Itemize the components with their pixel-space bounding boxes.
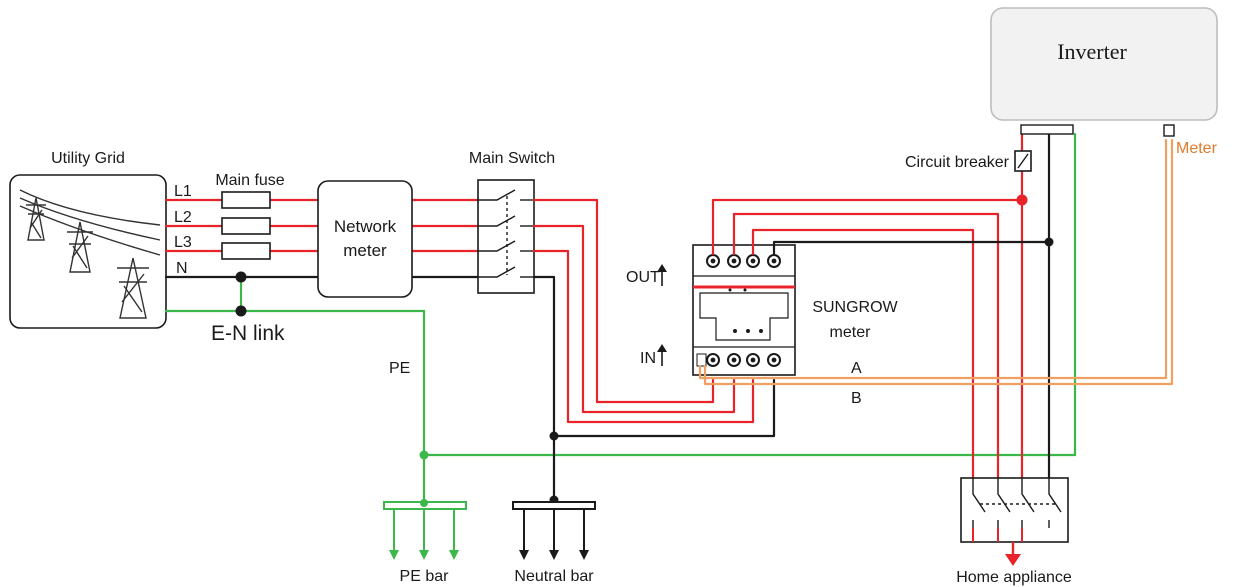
main-switch: Main Switch (469, 150, 555, 294)
arrow-up-icon (657, 344, 667, 366)
pe-bar-label: PE bar (400, 568, 450, 585)
main-switch-label: Main Switch (469, 150, 555, 167)
arrow-down-icon (1005, 542, 1021, 566)
phase-wires-supply (164, 198, 480, 253)
rs485-b-label: B (851, 390, 862, 407)
pe-label: PE (389, 360, 410, 377)
phase-junction-node (1016, 194, 1028, 206)
en-link-label: E-N link (211, 322, 285, 345)
meter-port (1163, 124, 1175, 137)
home-appliance-breaker: Home appliance (956, 477, 1072, 586)
neutral-wire-from-meter-out (772, 132, 1051, 480)
in-label: IN (640, 350, 656, 367)
sungrow-meter: SUNGROW meter OUT IN (626, 244, 899, 376)
l2-label: L2 (174, 209, 192, 226)
n-label: N (176, 260, 188, 277)
rs485-a-label: A (851, 360, 862, 377)
pe-junction-node (419, 450, 429, 460)
phase-wires-from-meter-out (711, 132, 1024, 480)
l3-label: L3 (174, 234, 192, 251)
neutral-junction-node (549, 431, 559, 441)
circuit-breaker-label: Circuit breaker (905, 154, 1010, 171)
pe-bar: PE bar (383, 499, 467, 585)
meter-port-label: Meter (1176, 140, 1218, 157)
main-fuse: Main fuse (215, 172, 285, 260)
neutral-junction-node (1044, 237, 1054, 247)
network-meter-label-1: Network (334, 217, 397, 236)
transmission-tower-icon (19, 189, 161, 319)
inverter-label: Inverter (1057, 39, 1127, 64)
phase-wires-to-meter-in (532, 198, 755, 424)
sungrow-meter-label-1: SUNGROW (812, 299, 898, 316)
network-meter: Network meter (317, 180, 413, 298)
neutral-wires (532, 275, 776, 502)
l1-label: L1 (174, 183, 192, 200)
en-link-wires (164, 132, 1077, 502)
network-meter-label-2: meter (343, 241, 387, 260)
inverter: Inverter Meter (990, 7, 1218, 157)
rs485-wires (698, 138, 1174, 386)
utility-grid: Utility Grid (9, 150, 167, 329)
main-fuse-label: Main fuse (215, 172, 284, 189)
sungrow-meter-label-2: meter (830, 324, 872, 341)
neutral-bar: Neutral bar (512, 501, 596, 585)
circuit-breaker: Circuit breaker (905, 150, 1032, 172)
en-link-node (235, 271, 247, 283)
arrow-up-icon (657, 264, 667, 286)
utility-grid-label: Utility Grid (51, 150, 125, 167)
en-link-node (235, 305, 247, 317)
home-appliance-label: Home appliance (956, 569, 1072, 586)
ac-port (1020, 124, 1074, 135)
neutral-bar-label: Neutral bar (514, 568, 594, 585)
out-label: OUT (626, 269, 660, 286)
